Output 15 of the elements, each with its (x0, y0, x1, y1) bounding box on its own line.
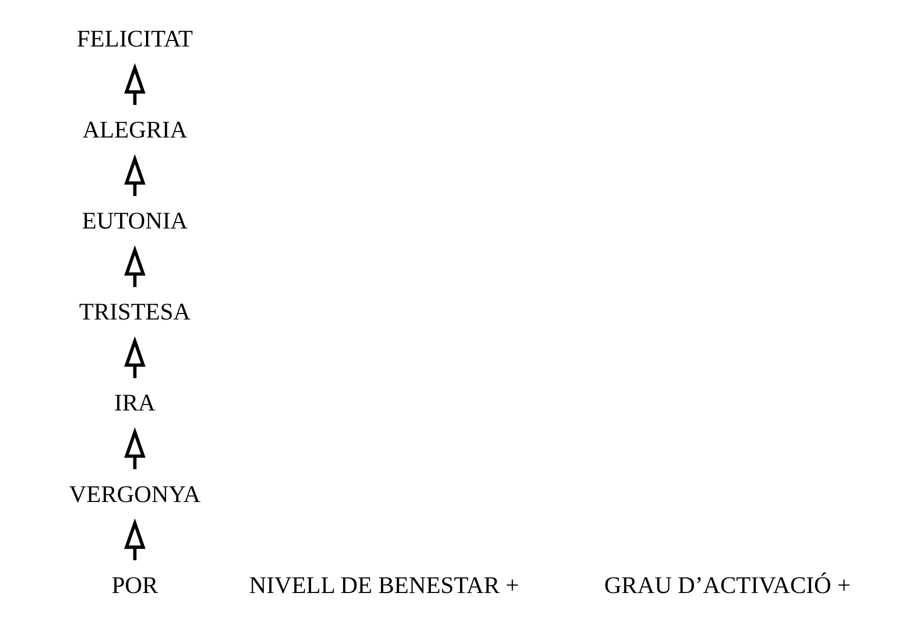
node-text: EUTONIA (82, 208, 188, 235)
arrow (124, 518, 146, 560)
label: NIVELL DE BENESTAR + (249, 572, 520, 599)
arrow (124, 427, 146, 470)
label: GRAU D’ACTIVACIÓ + (604, 572, 851, 599)
node-text: FELICITAT (76, 26, 193, 53)
arrow (124, 154, 146, 196)
arrow (124, 336, 146, 378)
node-text: VERGONYA (69, 482, 200, 508)
arrow (124, 245, 146, 288)
node-text: IRA (114, 390, 156, 417)
arrow (124, 63, 146, 105)
node-text: POR (112, 572, 158, 599)
node-text: ALEGRIA (82, 118, 188, 144)
node-text: TRISTESA (79, 300, 191, 326)
